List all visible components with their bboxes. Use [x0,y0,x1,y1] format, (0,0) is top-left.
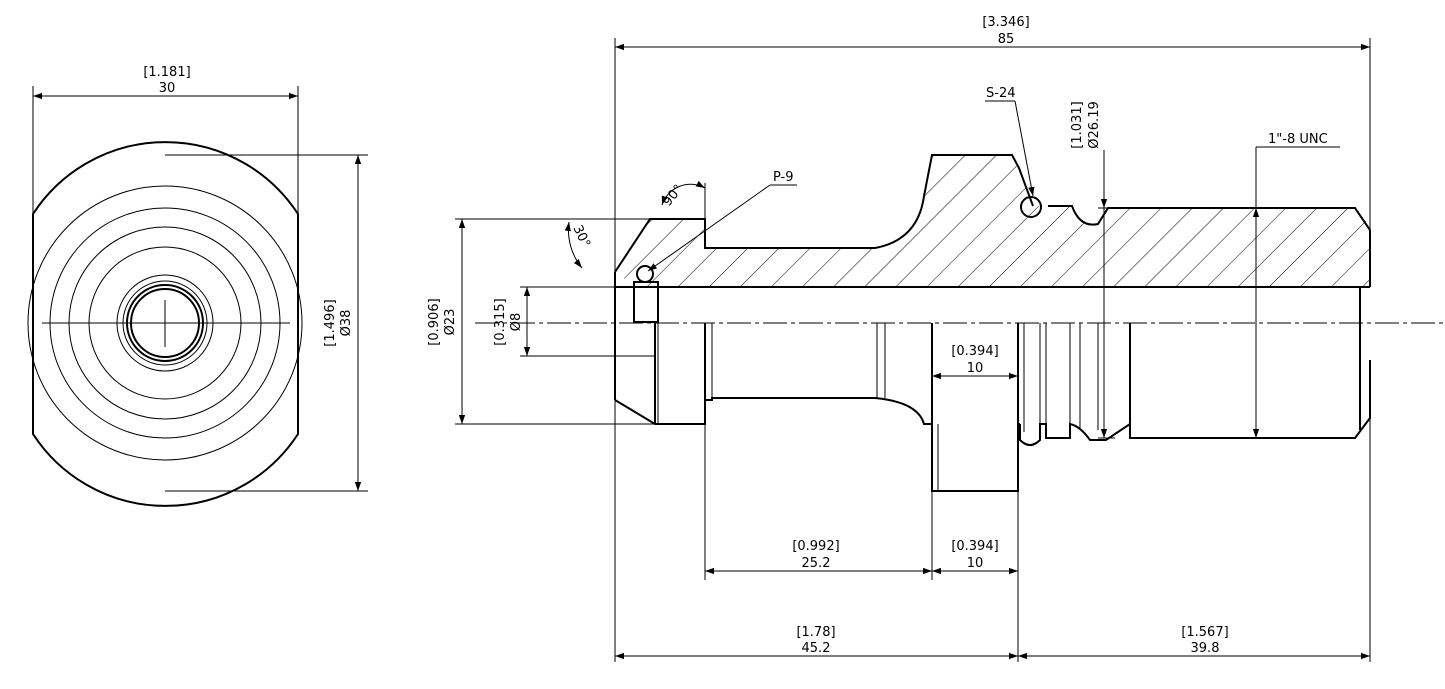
section-upper-outline-2 [1048,205,1371,287]
label-thread: 1"-8 UNC [1268,132,1328,147]
dim-452-mm: 45.2 [802,641,831,656]
section-view: [3.346] 85 [0.906] Ø23 [0.315] Ø8 90° 30… [427,15,1445,662]
dim-38-inch: [1.496] [323,299,338,346]
label-p9: P-9 [773,170,794,185]
lower-grooves [1019,360,1371,446]
dim-30-mm: 30 [159,81,176,96]
dim-252-mm: 25.2 [802,556,831,571]
angle-90-label: 90° [660,182,686,209]
dim-hex-bottom-mm: 10 [967,556,984,571]
dim-398-inch: [1.567] [1181,625,1228,640]
end-view-circle-1 [27,185,303,461]
dim-hex-bottom-inch: [0.394] [951,539,998,554]
dim-2619-mm: Ø26.19 [1087,101,1102,148]
dim-2619-inch: [1.031] [1070,101,1085,148]
dim-85-inch: [3.346] [982,15,1029,30]
dim-398-mm: 39.8 [1191,641,1220,656]
dim-23-mm: Ø23 [443,309,458,336]
section-hatching [615,155,1370,287]
section-lower-outline [614,397,1020,492]
angle-30-label: 30° [570,223,593,250]
dim-8-inch: [0.315] [493,298,508,345]
label-s24: S-24 [986,86,1016,101]
leader-p9 [647,184,771,272]
leader-s24 [1014,100,1035,197]
dim-252-inch: [0.992] [792,539,839,554]
o-ring-s24 [1020,196,1042,218]
angle-30-arc [564,221,583,269]
dim-hex-top-inch: [0.394] [951,344,998,359]
section-upper-outline [614,154,1034,273]
dim-hex-top-mm: 10 [967,361,984,376]
o-ring-groove [633,281,659,323]
dim-85-mm: 85 [998,32,1015,47]
angle-90-arc [661,180,706,206]
dim-8-mm: Ø8 [509,313,524,332]
dim-23-inch: [0.906] [427,298,442,345]
end-view: [1.181] 30 [1.496] Ø38 [27,65,368,507]
dim-452-inch: [1.78] [796,625,835,640]
dim-38-mm: Ø38 [339,310,354,337]
dim-30-inch: [1.181] [143,65,190,80]
